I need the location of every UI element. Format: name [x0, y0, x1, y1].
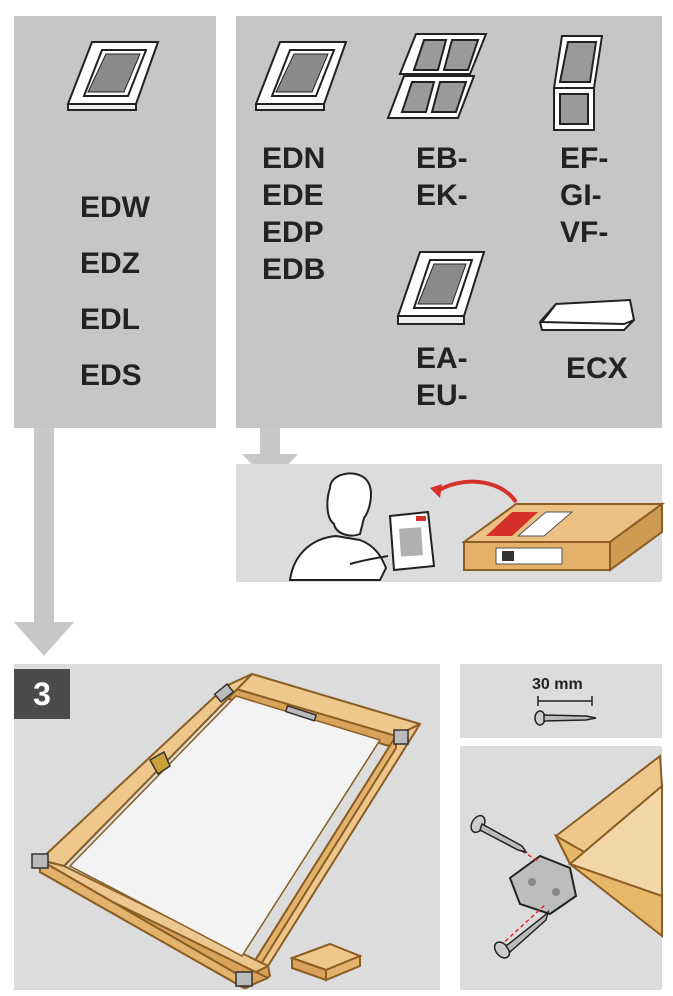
- flashing-low-pitch-icon: [396, 251, 486, 325]
- code-ecx: ECX: [566, 352, 628, 385]
- code-ek: EK-: [416, 179, 468, 212]
- code-edz: EDZ: [80, 247, 140, 280]
- flashing-vertical-icon: [552, 35, 604, 131]
- flashing-edw-icon: [66, 41, 160, 111]
- code-eb: EB-: [416, 142, 468, 175]
- code-gi: GI-: [560, 179, 602, 212]
- left-code-list: EDW EDZ EDL EDS: [80, 180, 150, 404]
- step-number-badge: 3: [14, 669, 70, 719]
- code-ef: EF-: [560, 142, 609, 175]
- flashing-tandem-icon: [386, 33, 488, 119]
- flashing-edn-icon: [254, 41, 348, 111]
- corner-bracket-screw-illustration: [470, 754, 664, 959]
- code-ea: EA-: [416, 342, 468, 375]
- code-group-low: EA- EU-: [416, 340, 468, 414]
- person-reading-label-illustration: [288, 472, 666, 581]
- code-group-vertical: EF- GI- VF-: [560, 140, 608, 251]
- code-edn: EDN: [262, 142, 326, 175]
- code-edp: EDP: [262, 216, 324, 249]
- code-edw: EDW: [80, 191, 150, 224]
- code-edl: EDL: [80, 303, 140, 336]
- screw-length-label: 30 mm: [532, 676, 583, 693]
- flashing-ecx-icon: [538, 298, 636, 331]
- arrow-down-long-icon: [14, 428, 74, 656]
- code-group-flat: EDN EDE EDP EDB: [262, 140, 325, 288]
- code-edb: EDB: [262, 253, 326, 286]
- code-eds: EDS: [80, 359, 142, 392]
- code-eu: EU-: [416, 379, 468, 412]
- code-group-ecx: ECX: [566, 350, 628, 387]
- code-ede: EDE: [262, 179, 324, 212]
- screw-dimension-icon: [534, 696, 597, 726]
- frame-assembly-illustration: [31, 673, 421, 989]
- code-vf: VF-: [560, 216, 609, 249]
- code-group-tandem: EB- EK-: [416, 140, 468, 214]
